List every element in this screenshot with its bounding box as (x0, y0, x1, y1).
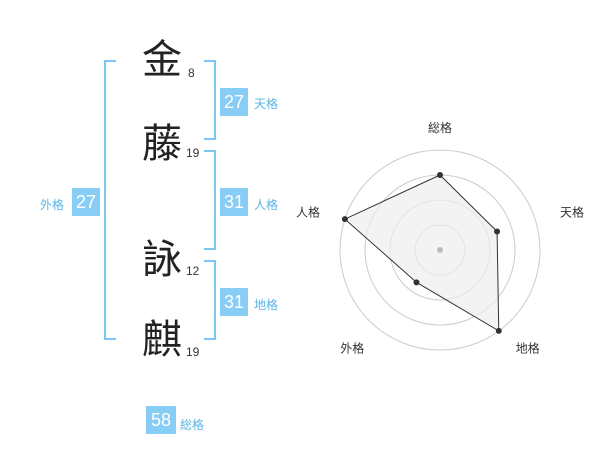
radar-point (495, 327, 502, 334)
chikaku-value: 31 (220, 288, 248, 316)
radar-axis-label: 天格 (560, 204, 584, 219)
jinkaku-value: 31 (220, 188, 248, 216)
radar-point (494, 228, 501, 235)
jinkaku-bracket (204, 150, 216, 250)
radar-grid-ring (339, 149, 541, 351)
soukaku-label: 総格 (180, 418, 205, 432)
radar-point (413, 279, 420, 286)
gaikaku-value: 27 (72, 188, 100, 216)
char-3: 詠 (142, 237, 182, 283)
radar-axis-label: 人格 (296, 204, 320, 219)
tenkaku-label: 天格 (254, 97, 279, 111)
char-3-strokes: 12 (186, 264, 200, 278)
radar-series-polygon (343, 174, 500, 332)
gaikaku-bracket (104, 60, 116, 340)
tenkaku-bracket (204, 60, 216, 140)
chikaku-bracket (204, 260, 216, 340)
gaikaku-label: 外格 (40, 198, 65, 212)
char-1: 金 (142, 37, 182, 83)
jinkaku-label: 人格 (254, 198, 279, 212)
char-2-strokes: 19 (186, 146, 200, 160)
char-1-strokes: 8 (188, 66, 195, 80)
radar-axis-label: 外格 (340, 341, 364, 356)
radar-point (437, 172, 443, 178)
char-4: 麒 (142, 317, 182, 363)
char-4-strokes: 19 (186, 345, 200, 359)
tenkaku-value: 27 (220, 88, 248, 116)
char-2: 藤 (142, 121, 182, 167)
radar-center-dot (437, 247, 443, 253)
chikaku-label: 地格 (254, 298, 279, 312)
soukaku-value: 58 (146, 406, 176, 434)
radar-axis-label: 地格 (516, 341, 540, 356)
radar-point (341, 216, 348, 223)
radar-axis-label: 総格 (428, 120, 452, 135)
